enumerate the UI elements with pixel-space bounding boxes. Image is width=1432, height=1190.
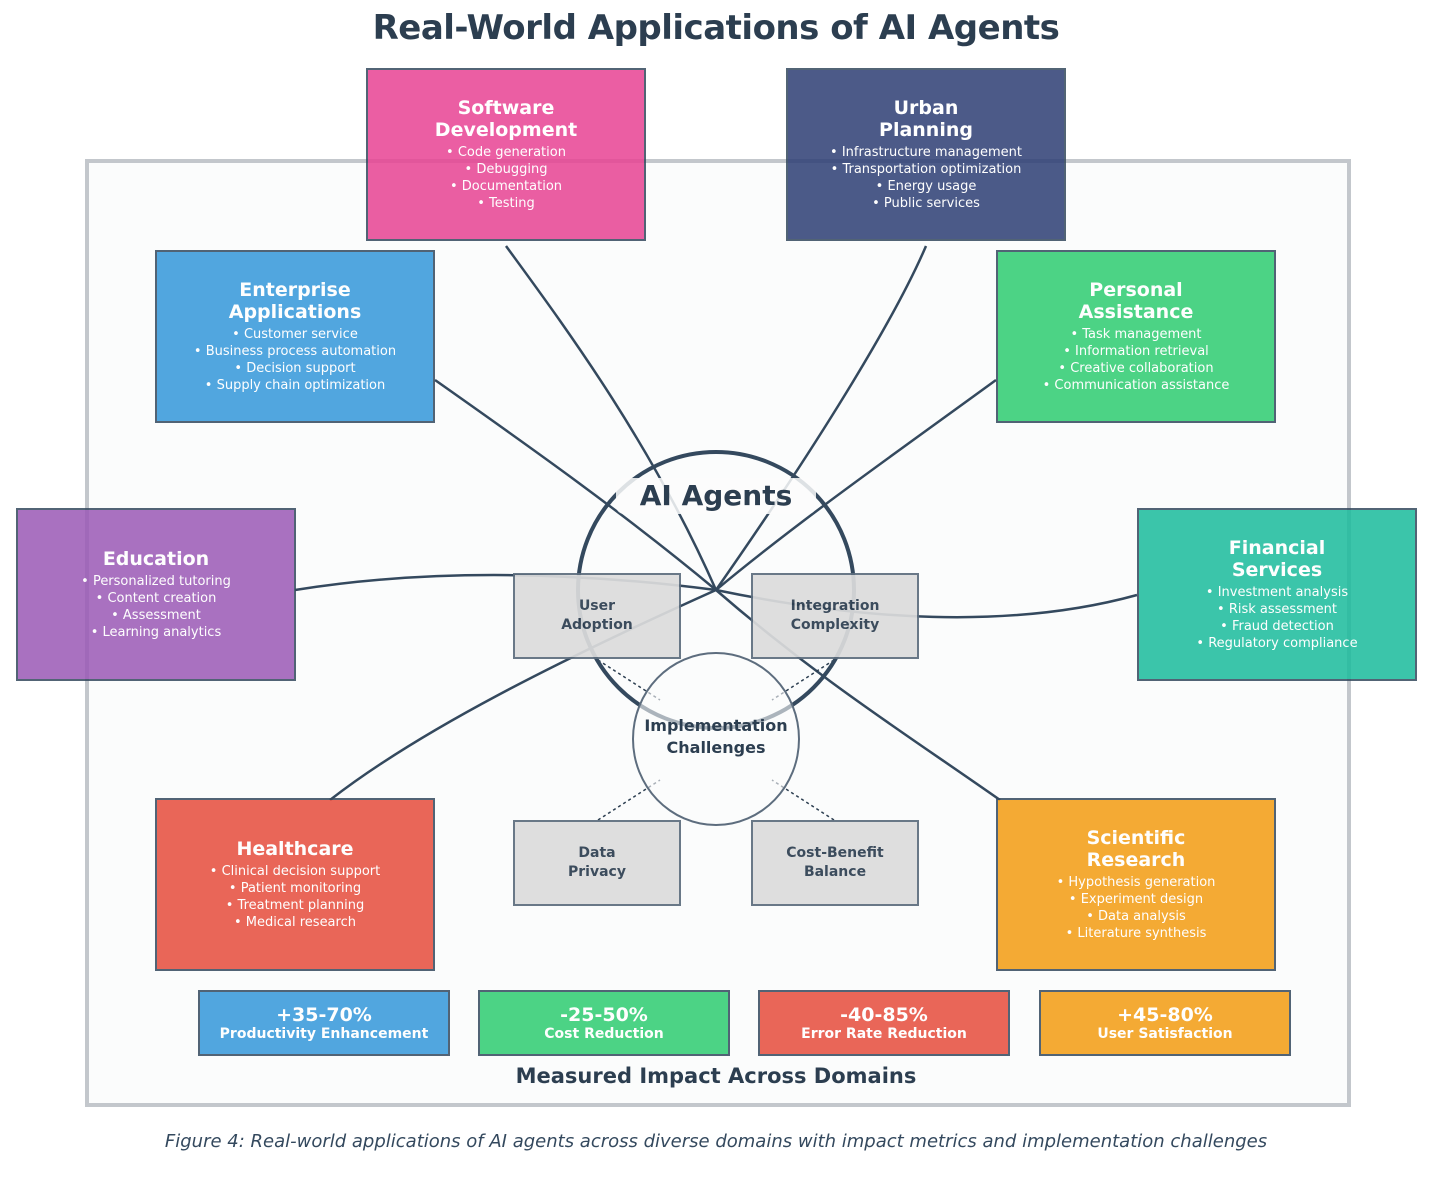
domain-item: Decision support [194, 360, 396, 377]
domain-item: Customer service [194, 326, 396, 343]
domain-title: Healthcare [236, 838, 354, 860]
domain-title: Enterprise [239, 279, 351, 301]
challenge-line: Cost-Benefit [786, 845, 884, 861]
domain-item: Content creation [81, 590, 231, 607]
challenge-line: Integration [790, 598, 880, 614]
domain-item: Regulatory compliance [1196, 635, 1357, 652]
metric-label: Satisfaction [1138, 1025, 1233, 1042]
metric-label: Reduction [584, 1025, 664, 1042]
domain-item: Hypothesis generation [1057, 874, 1215, 891]
domain-item: Supply chain optimization [194, 377, 396, 394]
hub-label-line1: AI [639, 479, 672, 512]
challenge-line: User [578, 598, 616, 614]
ai-agents-label: AI Agents [616, 478, 816, 514]
metric-label: Reduction [887, 1025, 967, 1042]
domain-item: Task management [1043, 326, 1230, 343]
domain-title: Personal [1089, 279, 1183, 301]
domain-item: Communication assistance [1043, 377, 1229, 394]
domain-item: Infrastructure management [830, 144, 1022, 161]
domain-item: Personalized tutoring [81, 573, 231, 590]
domain-title: Education [102, 548, 210, 570]
domain-item: Energy usage [830, 178, 1022, 195]
metric-value: -40-85% [840, 1003, 928, 1026]
hub-label-line2: Agents [681, 479, 793, 512]
domain-title: Applications [228, 301, 362, 323]
implementation-challenges-label: Implementation Challenges [626, 715, 806, 759]
metric-label: Error Rate [801, 1025, 883, 1042]
domain-item: Risk assessment [1196, 601, 1357, 618]
impl-label-line2: Challenges [666, 738, 766, 757]
challenge-line: Privacy [568, 864, 626, 880]
domain-item: Information retrieval [1043, 343, 1230, 360]
domain-item: Patient monitoring [210, 880, 380, 897]
domain-education: Education Personalized tutoringContent c… [16, 508, 296, 681]
metric-value: +35-70% [276, 1003, 372, 1026]
implementation-challenges-circle [632, 652, 800, 826]
domain-item: Medical research [210, 914, 380, 931]
challenge-line: Balance [803, 864, 867, 880]
metric-label: User [1097, 1025, 1134, 1042]
metric-value: -25-50% [560, 1003, 648, 1026]
metric-value: +45-80% [1117, 1003, 1213, 1026]
domain-item: Clinical decision support [210, 863, 381, 880]
domain-item: Treatment planning [210, 897, 380, 914]
domain-title: Financial [1228, 537, 1326, 559]
metric-label: Productivity [219, 1025, 316, 1042]
domain-title: Software [457, 97, 555, 119]
domain-item: Creative collaboration [1043, 360, 1230, 377]
domain-item: Testing [446, 195, 566, 212]
domain-item: Literature synthesis [1057, 925, 1216, 942]
domain-item: Investment analysis [1196, 584, 1357, 601]
domain-title: Planning [879, 119, 973, 141]
domain-title: Urban [893, 97, 959, 119]
page-title: Real-World Applications of AI Agents [372, 8, 1060, 48]
challenge-line: Complexity [790, 617, 880, 633]
domain-title: Assistance [1078, 301, 1194, 323]
metric-label: Enhancement [320, 1025, 429, 1042]
impact-section-title: Measured Impact Across Domains [515, 1064, 917, 1088]
domain-healthcare: Healthcare Clinical decision supportPati… [155, 798, 435, 971]
domain-title: Services [1231, 559, 1323, 581]
domain-item: Documentation [446, 178, 566, 195]
domain-title: Scientific [1086, 827, 1186, 849]
domain-title: Research [1086, 849, 1186, 871]
domain-item: Data analysis [1057, 908, 1216, 925]
challenge-line: Adoption [561, 617, 633, 633]
impl-label-line1: Implementation [644, 716, 788, 735]
challenge-line: Data [578, 845, 616, 861]
domain-title: Development [434, 119, 578, 141]
domain-item: Business process automation [194, 343, 396, 360]
domain-item: Transportation optimization [830, 161, 1022, 178]
domain-item: Public services [830, 195, 1022, 212]
domain-item: Code generation [446, 144, 566, 161]
domain-item: Debugging [446, 161, 566, 178]
domain-item: Assessment [81, 607, 231, 624]
figure-caption: Figure 4: Real-world applications of AI … [164, 1131, 1268, 1152]
metric-label: Cost [544, 1025, 580, 1042]
domain-item: Learning analytics [81, 624, 231, 641]
domain-item: Fraud detection [1196, 618, 1357, 635]
domain-item: Experiment design [1057, 891, 1216, 908]
